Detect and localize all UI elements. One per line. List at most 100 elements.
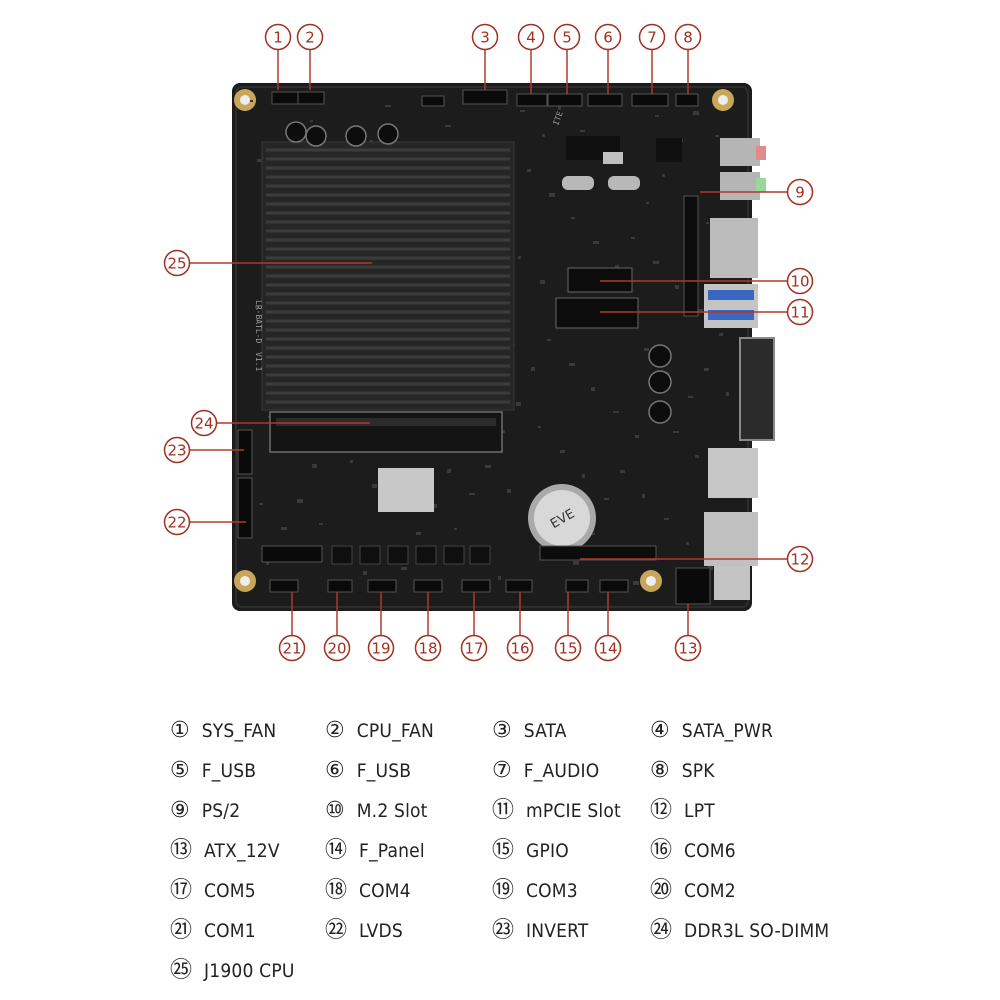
legend-label: mPCIE Slot: [526, 800, 621, 822]
callout-circle-mpcie-slot: [786, 298, 814, 326]
smd-part: [582, 474, 585, 478]
pin-header: [565, 579, 589, 593]
capacitor: [648, 400, 672, 424]
callout-number-f-usb: 5: [562, 29, 572, 47]
pin-header: [269, 579, 299, 593]
smd-part: [531, 367, 535, 371]
choke: [443, 545, 465, 565]
smd-part: [547, 339, 551, 341]
legend-label: F_AUDIO: [523, 760, 600, 782]
callout-number-sys-fan: 1: [273, 29, 283, 47]
smd-part: [447, 469, 451, 473]
pin-header: [461, 579, 491, 593]
capacitor: [285, 121, 307, 143]
callout-number-spk: 8: [683, 29, 693, 47]
pin-header: [599, 579, 629, 593]
smd-part: [655, 115, 659, 117]
callout-circle-sata-pwr: [517, 23, 545, 51]
legend-label: COM2: [684, 880, 736, 902]
board-model-silk: LR-BATL-D: [254, 300, 263, 344]
callout-circle-lpt: [786, 545, 814, 573]
capacitor: [305, 125, 327, 147]
pin-header: [271, 91, 299, 105]
callout-number-invert: 23: [167, 442, 186, 460]
pin-header: [675, 93, 699, 107]
callout-number-com1: 21: [282, 640, 301, 658]
callout-circle-atx-12v: [674, 634, 702, 662]
usb-port: [704, 512, 758, 566]
callout-circle-ps-2: [786, 178, 814, 206]
smd-part: [662, 174, 665, 177]
callout-circle-ddr3l-so-dimm: [190, 409, 218, 437]
legend-number: ⑧: [650, 758, 670, 783]
pin-header: [547, 93, 583, 107]
legend-number: ⑨: [170, 798, 190, 823]
dc-jack: [714, 566, 750, 600]
crystal: [603, 152, 623, 164]
capacitor: [377, 123, 399, 145]
callout-number-lvds: 22: [167, 514, 186, 532]
smd-part: [259, 503, 263, 505]
smd-part: [580, 130, 585, 132]
smd-part: [697, 309, 703, 311]
legend-label: J1900 CPU: [204, 960, 295, 982]
smd-part: [615, 265, 619, 269]
legend-label: COM5: [204, 880, 256, 902]
legend-number: ⑰: [170, 878, 193, 903]
pin-header: [587, 93, 623, 107]
callout-circle-f-usb: [553, 23, 581, 51]
smd-part: [593, 241, 599, 244]
smd-part: [538, 426, 541, 428]
smd-part: [604, 498, 609, 500]
callout-circle-sys-fan: [264, 23, 292, 51]
legend-number: ⑱: [325, 878, 348, 903]
smd-part: [673, 431, 679, 433]
pin-header: [462, 89, 508, 105]
smd-part: [445, 125, 451, 127]
legend-number: ③: [492, 718, 512, 743]
smd-part: [350, 460, 353, 463]
legend-number: ①: [170, 718, 190, 743]
pin-header: [421, 95, 445, 107]
pin-header: [505, 579, 533, 593]
legend-label: SATA_PWR: [681, 720, 774, 742]
smd-part: [518, 256, 521, 259]
callout-circle-spk: [674, 23, 702, 51]
callout-number-com4: 18: [418, 640, 437, 658]
smd-part: [498, 576, 501, 580]
callout-circle-f-audio: [638, 23, 666, 51]
cmos-battery: [534, 490, 590, 546]
smd-part: [250, 100, 253, 102]
callout-circle-invert: [163, 436, 191, 464]
smd-part: [642, 494, 645, 498]
legend-number: ②: [325, 718, 345, 743]
callout-number-ddr3l-so-dimm: 24: [194, 415, 213, 433]
smd-part: [255, 305, 259, 309]
audio-jack: [720, 138, 760, 166]
legend-label: PS/2: [201, 800, 241, 822]
legend-label: DDR3L SO-DIMM: [684, 920, 830, 942]
smd-part: [675, 285, 679, 289]
legend-label: F_Panel: [359, 840, 425, 862]
smd-part: [715, 135, 719, 137]
invert-header: [237, 429, 253, 475]
callout-circle-com2: [323, 634, 351, 662]
smd-part: [297, 499, 303, 503]
smd-part: [571, 217, 575, 219]
legend-item-sata-pwr: ④ SATA_PWR: [650, 718, 773, 744]
legend-number: ④: [650, 718, 670, 743]
smd-part: [693, 111, 699, 115]
usb3-tongue: [708, 310, 754, 320]
